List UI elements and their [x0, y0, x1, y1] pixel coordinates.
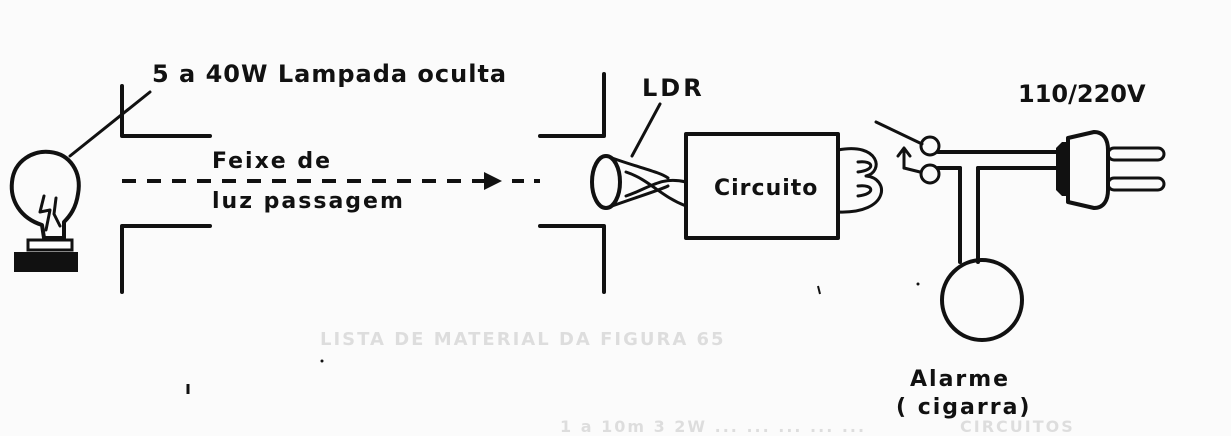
- ldr-leader-line: [630, 102, 662, 158]
- left-wall-top: [120, 84, 212, 138]
- lamp-socket-ring: [26, 238, 74, 252]
- lamp-filament: [38, 194, 52, 232]
- ldr-sensor: [590, 102, 688, 210]
- speck-4: [916, 282, 920, 286]
- print-specks: [186, 282, 920, 394]
- ldr-label: LDR: [642, 74, 705, 102]
- bleed-heading: LISTA DE MATERIAL DA FIGURA 65: [320, 329, 726, 350]
- ldr-lead-2: [624, 178, 688, 198]
- circuit-box: [684, 132, 883, 240]
- mains-voltage-label: 110/220V: [1018, 80, 1146, 108]
- bleed-right-fragment: 1 a 10m 3 2W ... ... ... ... ...: [560, 417, 866, 436]
- switch-arrow: [896, 146, 912, 170]
- switch-contact-top: [919, 135, 941, 157]
- circuit-rectangle: [684, 132, 840, 240]
- left-wall-bottom: [120, 224, 212, 294]
- buzzer-circle: [940, 258, 1024, 342]
- circuit-wire-loop-1: [856, 160, 873, 174]
- beam-arrowhead: [484, 172, 502, 190]
- plug-body: [1066, 130, 1110, 210]
- ldr-body-bottom: [610, 184, 670, 208]
- right-wall-top: [538, 72, 606, 138]
- bleed-left-fragment: CIRCUITOS: [960, 417, 1075, 436]
- right-wall-bottom: [538, 224, 606, 294]
- speck-3: [817, 285, 821, 295]
- switch-arm: [874, 120, 924, 146]
- right-wall: [538, 72, 606, 294]
- light-beam: [122, 172, 540, 190]
- bleed-through-text: LISTA DE MATERIAL DA FIGURA 65 CIRCUITOS…: [320, 329, 1075, 436]
- speck-2: [320, 359, 324, 363]
- switch-contact-bottom: [919, 163, 941, 185]
- lamp-leader-line: [68, 90, 152, 158]
- relay-switch: [874, 120, 941, 185]
- left-wall: [120, 84, 212, 294]
- ldr-lens: [590, 154, 622, 210]
- circuit-label: Circuito: [714, 176, 818, 201]
- hidden-lamp: [9, 90, 152, 272]
- ldr-body-top: [610, 156, 670, 180]
- lamp-label: 5 a 40W Lampada oculta: [152, 60, 507, 88]
- plug-cord-entry: [1056, 142, 1068, 196]
- ldr-lead-1: [624, 170, 688, 208]
- lamp-base: [14, 252, 78, 272]
- plug-pin-bottom: [1106, 176, 1166, 192]
- lamp-bulb: [9, 149, 81, 240]
- circuit-wire-loop-2: [856, 184, 873, 198]
- switch-link: [902, 166, 922, 174]
- mains-wiring: [936, 150, 1062, 264]
- beam-label-line1: Feixe de: [212, 149, 332, 174]
- alarm-label-line1: Alarme: [910, 367, 1010, 392]
- alarm-buzzer: [940, 258, 1024, 342]
- beam-label-line2: luz passagem: [212, 189, 405, 214]
- lamp-filament-2: [52, 196, 62, 228]
- circuit-output-wires: [836, 147, 883, 214]
- alarm-label-line2: ( cigarra): [896, 395, 1032, 420]
- power-plug: [1056, 130, 1166, 210]
- plug-pin-top: [1106, 146, 1166, 162]
